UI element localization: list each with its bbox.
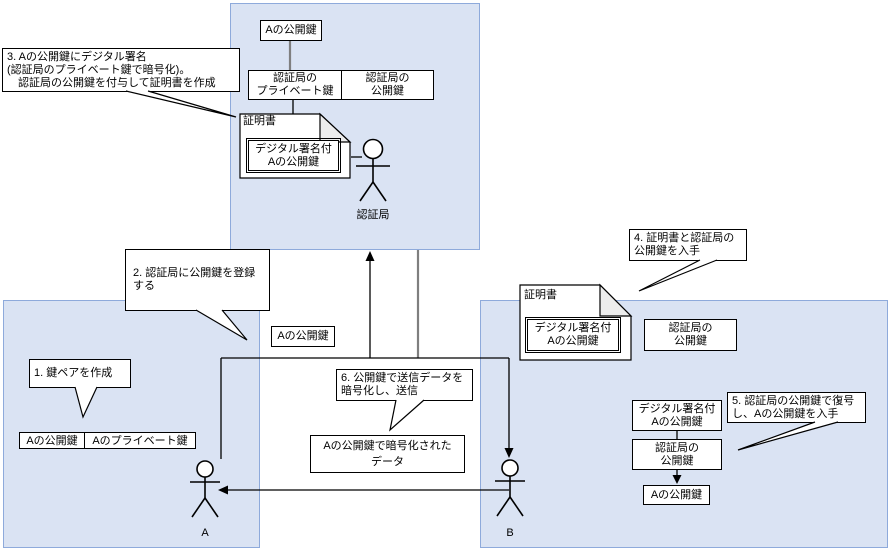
step1-callout: 1. 鍵ペアを作成 (29, 359, 131, 388)
step2-callout: 2. 認証局に公開鍵を登録 する (125, 249, 270, 311)
a-public-key-box-ca: Aの公開鍵 (260, 20, 322, 41)
certificate-title-b: 証明書 (524, 289, 557, 301)
user-b-label: B (506, 527, 514, 539)
a-private-key-cell: Aのプライベート鍵 (84, 432, 196, 449)
step4-callout-pointer (638, 259, 718, 292)
a-public-key-cell: Aの公開鍵 (19, 432, 85, 449)
ca-public-key-box: 認証局の 公開鍵 (341, 70, 434, 100)
signed-public-key-box-cert-b: デジタル署名付 Aの公開鍵 (525, 317, 621, 353)
encrypted-data-box: Aの公開鍵で暗号化された データ (310, 435, 465, 473)
ca-actor-label: 認証局 (356, 209, 390, 221)
register-arrowhead (365, 251, 375, 261)
ca-public-key-box-cert-b: 認証局の 公開鍵 (644, 319, 737, 351)
certificate-title-ca: 証明書 (243, 115, 276, 127)
step6-callout: 6. 公開鍵で送信データを 暗号化し、送信 (336, 369, 473, 401)
ca-public-key-box-b: 認証局の 公開鍵 (632, 439, 722, 470)
user-a-label: A (201, 527, 209, 539)
signed-public-key-box-ca: デジタル署名付 Aの公開鍵 (246, 138, 341, 173)
user-a-region (3, 300, 260, 548)
signed-public-key-box-b: デジタル署名付 Aの公開鍵 (632, 400, 722, 431)
a-public-key-label-mid: Aの公開鍵 (271, 326, 335, 347)
step4-callout: 4. 証明書と認証局の 公開鍵を入手 (629, 229, 747, 261)
ca-private-key-box: 認証局の プライベート鍵 (248, 70, 342, 100)
step3-callout-pointer (125, 90, 237, 118)
step5-callout: 5. 認証局の公開鍵で復号 し、Aの公開鍵を入手 (727, 392, 866, 423)
a-public-key-box-b: Aの公開鍵 (643, 485, 710, 505)
step3-callout: 3. Aの公開鍵にデジタル署名 (認証局のプライベート鍵で暗号化)。 認証局の公… (2, 48, 240, 92)
step6-callout-pointer (389, 399, 425, 432)
